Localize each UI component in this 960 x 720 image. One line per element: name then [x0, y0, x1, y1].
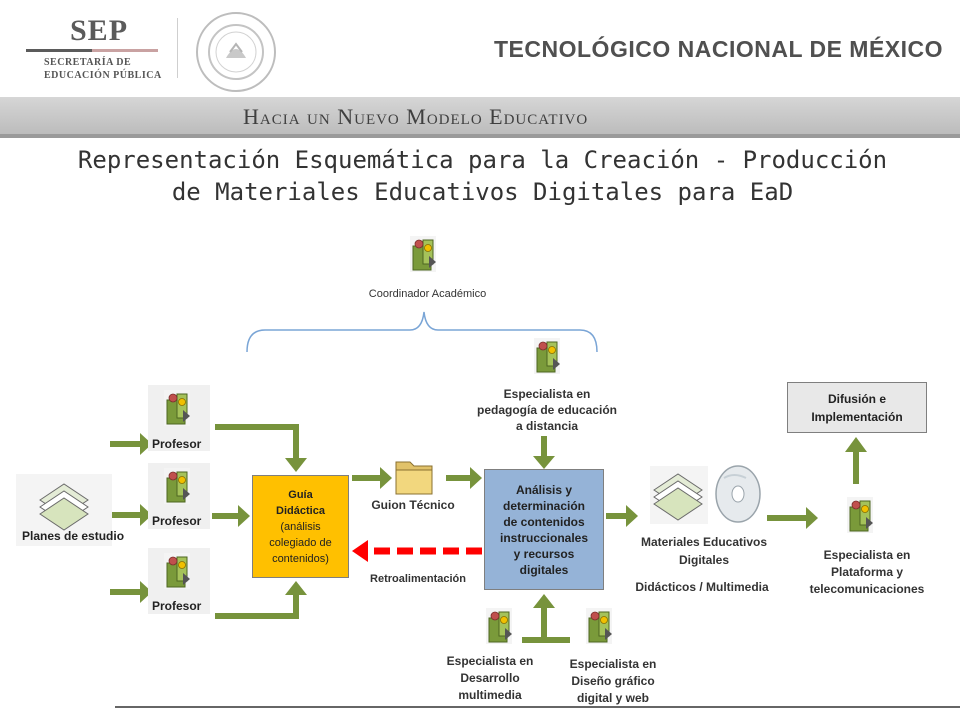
plataforma-line2: Plataforma y	[830, 565, 904, 579]
analisis-line2: determinación	[502, 498, 586, 513]
profesor-2-label: Profesor	[152, 514, 202, 528]
especialista-multimedia-label: Especialista en Desarrollo multimedia	[428, 653, 552, 704]
analisis-line5: y recursos	[513, 546, 575, 561]
planes-documents-icon	[16, 474, 112, 546]
analisis-line6: digitales	[519, 562, 569, 577]
profesor-2-icon	[148, 463, 210, 529]
materiales-line1: Materiales Educativos	[640, 535, 768, 549]
profesor-3-label: Profesor	[152, 599, 202, 613]
pedagogia-line1: Especialista en	[503, 387, 591, 401]
guia-line4: colegiado de	[269, 536, 332, 549]
multimedia-line2: Desarrollo	[460, 671, 520, 685]
diseno-line2: Diseño gráfico	[571, 674, 655, 688]
arrow-planes-to-profesor-1	[110, 433, 152, 455]
multimedia-person-icon	[485, 607, 513, 645]
guia-didactica-box: Guía Didáctica (análisis colegiado de co…	[252, 475, 349, 578]
difusion-box: Difusión e Implementación	[787, 382, 927, 433]
materiales-label: Materiales Educativos Digitales	[616, 533, 792, 569]
analisis-line1: Análisis y	[515, 482, 573, 497]
profesor-1-label: Profesor	[152, 437, 202, 451]
arrow-analisis-to-materiales	[606, 505, 638, 527]
didacticos-label: Didácticos / Multimedia	[635, 580, 769, 594]
pedagogia-line3: a distancia	[515, 419, 579, 433]
analisis-line3: de contenidos	[503, 514, 585, 529]
sep-subtitle-line1: SECRETARÍA DE	[44, 57, 132, 68]
materiales-documents-icon	[650, 466, 708, 524]
footer-rule	[115, 706, 960, 708]
guia-line3: (análisis	[280, 520, 321, 533]
header-band	[0, 97, 960, 134]
header-band-shadow	[0, 134, 960, 138]
guia-line2: Didáctica	[276, 504, 325, 517]
institution-name: TECNOLÓGICO NACIONAL DE MÉXICO	[494, 36, 944, 62]
title-line-1: Representación Esquemática para la Creac…	[77, 146, 888, 174]
folder-icon	[395, 461, 433, 495]
especialista-plataforma-label: Especialista en Plataforma y telecomunic…	[792, 547, 942, 598]
analisis-box: Análisis y determinación de contenidos i…	[484, 469, 604, 590]
arrow-profesor1-to-guia	[215, 424, 307, 472]
diseno-line1: Especialista en	[569, 657, 657, 671]
band-title: Hacia un Nuevo Modelo Educativo	[243, 104, 589, 129]
arrow-planes-to-profesor-2	[110, 504, 152, 526]
analisis-line4: instruccionales	[499, 530, 589, 545]
pedagogia-person-icon	[533, 337, 561, 375]
diseno-person-icon	[585, 607, 613, 645]
page-title: Representación Esquemática para la Creac…	[20, 144, 945, 208]
coordinador-label: Coordinador Académico	[368, 288, 487, 300]
arrow-guia-to-guion	[352, 467, 392, 489]
multimedia-line1: Especialista en	[446, 654, 534, 668]
guia-line5: contenidos)	[272, 552, 329, 565]
sep-logo-subtitle: SECRETARÍA DE EDUCACIÓN PÚBLICA	[44, 56, 162, 82]
arrow-pedagogia-to-analisis	[533, 436, 555, 469]
profesor-3-icon	[148, 548, 210, 614]
sep-logo-rule	[26, 49, 158, 52]
header-divider	[177, 18, 178, 78]
arrow-guion-to-analisis	[446, 467, 482, 489]
planes-label: Planes de estudio	[22, 529, 125, 543]
retroalimentacion-label: Retroalimentación	[370, 573, 466, 585]
arrow-materiales-to-plataforma	[767, 507, 818, 529]
materiales-line2: Digitales	[678, 553, 729, 567]
sep-subtitle-line2: EDUCACIÓN PÚBLICA	[44, 70, 162, 81]
pedagogia-line2: pedagogía de educación	[476, 403, 618, 417]
multimedia-line3: multimedia	[458, 688, 522, 702]
arrow-profesor2-to-guia	[212, 505, 250, 527]
arrow-planes-to-profesor-3	[110, 581, 152, 603]
plataforma-person-icon	[846, 496, 874, 534]
profesor-1-icon	[148, 385, 210, 451]
arrow-plataforma-to-difusion	[845, 437, 867, 484]
title-line-2: de Materiales Educativos Digitales para …	[171, 178, 794, 206]
diseno-line3: digital y web	[576, 691, 649, 705]
difusion-line1: Difusión e	[827, 391, 886, 406]
guion-tecnico-label: Guion Técnico	[371, 498, 455, 512]
coordinator-brace	[246, 311, 598, 353]
especialista-pedagogia-label: Especialista en pedagogía de educación a…	[462, 386, 632, 434]
especialista-diseno-label: Especialista en Diseño gráfico digital y…	[548, 656, 678, 707]
arrow-bottom-specialists-to-analisis	[522, 594, 570, 643]
arrow-profesor3-to-guia	[215, 581, 307, 619]
difusion-line2: Implementación	[811, 409, 903, 424]
guia-line1: Guía	[288, 488, 313, 501]
plataforma-line1: Especialista en	[823, 548, 911, 562]
cd-disc-icon	[715, 465, 761, 523]
sep-logo-text: SEP	[70, 14, 129, 47]
arrow-retroalimentacion	[352, 540, 482, 562]
national-seal-icon	[196, 12, 276, 92]
plataforma-line3: telecomunicaciones	[809, 582, 925, 596]
coordinador-person-icon	[409, 235, 437, 273]
